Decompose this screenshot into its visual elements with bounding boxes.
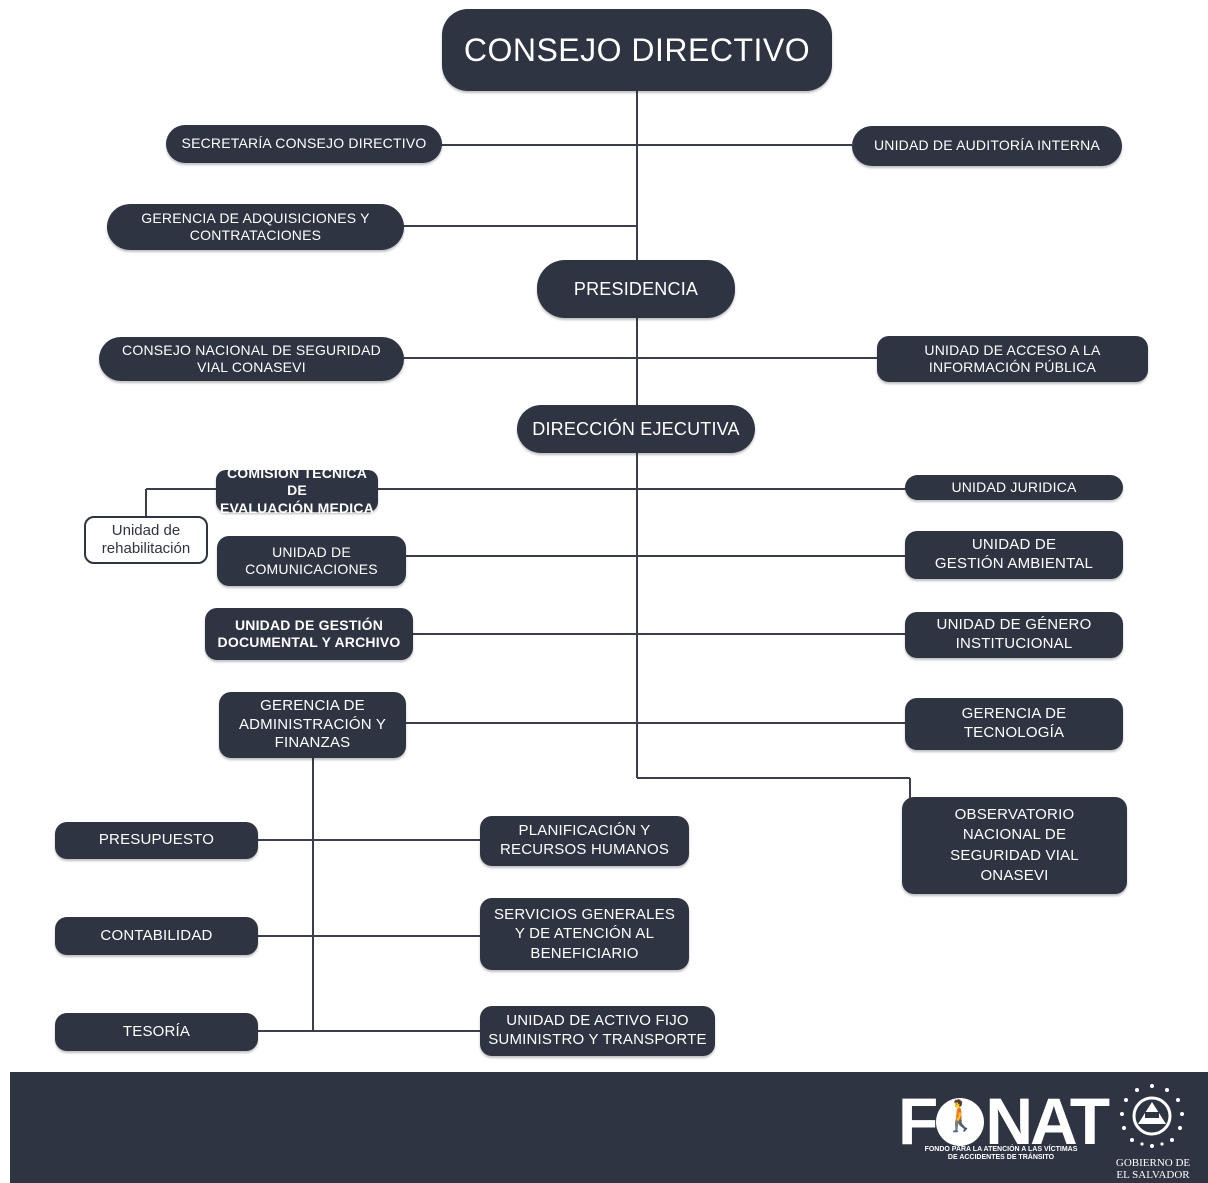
observatorio-box: OBSERVATORIO NACIONAL DE SEGURIDAD VIAL … bbox=[902, 797, 1127, 894]
gestion-documental-box: UNIDAD DE GESTIÓN DOCUMENTAL Y ARCHIVO bbox=[205, 608, 413, 660]
fonat-logo: FNAT bbox=[898, 1088, 1110, 1154]
conasevi-box: CONSEJO NACIONAL DE SEGURIDAD VIAL CONAS… bbox=[99, 337, 404, 381]
gerencia-tecnologia-box: GERENCIA DE TECNOLOGÍA bbox=[905, 698, 1123, 750]
pedestrian-icon bbox=[936, 1098, 985, 1146]
planificacion-rrhh-box: PLANIFICACIÓN Y RECURSOS HUMANOS bbox=[480, 816, 689, 866]
el-salvador-seal-icon bbox=[1120, 1084, 1184, 1148]
fonat-logo-f: F bbox=[898, 1084, 938, 1158]
tesoreria-box: TESORÍA bbox=[55, 1013, 258, 1051]
fonat-logo-subtitle: FONDO PARA LA ATENCIÓN A LAS VÍCTIMAS DE… bbox=[924, 1146, 1078, 1162]
contabilidad-box: CONTABILIDAD bbox=[55, 917, 258, 955]
presupuesto-box: PRESUPUESTO bbox=[55, 822, 258, 859]
genero-institucional-box: UNIDAD DE GÉNERO INSTITUCIONAL bbox=[905, 612, 1123, 658]
unidad-juridica-box: UNIDAD JURIDICA bbox=[905, 475, 1123, 500]
fonat-logo-nat: NAT bbox=[985, 1084, 1110, 1158]
footer-bar bbox=[10, 1072, 1208, 1183]
gobierno-el-salvador-text: GOBIERNO DE EL SALVADOR bbox=[1115, 1157, 1191, 1181]
direccion-ejecutiva-box: DIRECCIÓN EJECUTIVA bbox=[517, 405, 755, 453]
secretaria-consejo-box: SECRETARÍA CONSEJO DIRECTIVO bbox=[166, 125, 442, 163]
presidencia-box: PRESIDENCIA bbox=[537, 260, 735, 318]
activo-fijo-box: UNIDAD DE ACTIVO FIJO SUMINISTRO Y TRANS… bbox=[480, 1006, 715, 1056]
administracion-finanzas-box: GERENCIA DE ADMINISTRACIÓN Y FINANZAS bbox=[219, 692, 406, 758]
consejo-directivo-box: CONSEJO DIRECTIVO bbox=[442, 9, 832, 91]
gestion-ambiental-box: UNIDAD DE GESTIÓN AMBIENTAL bbox=[905, 531, 1123, 579]
comunicaciones-box: UNIDAD DE COMUNICACIONES bbox=[217, 536, 406, 586]
servicios-generales-box: SERVICIOS GENERALES Y DE ATENCIÓN AL BEN… bbox=[480, 898, 689, 970]
auditoria-interna-box: UNIDAD DE AUDITORÍA INTERNA bbox=[852, 126, 1122, 166]
unidad-rehabilitacion-box: Unidad de rehabilitación bbox=[84, 516, 208, 564]
adquisiciones-box: GERENCIA DE ADQUISICIONES Y CONTRATACION… bbox=[107, 204, 404, 250]
acceso-informacion-box: UNIDAD DE ACCESO A LA INFORMACIÓN PÚBLIC… bbox=[877, 336, 1148, 382]
comision-tecnica-box: COMISIÓN TÉCNICA DE EVALUACIÓN MEDICA bbox=[216, 465, 378, 516]
